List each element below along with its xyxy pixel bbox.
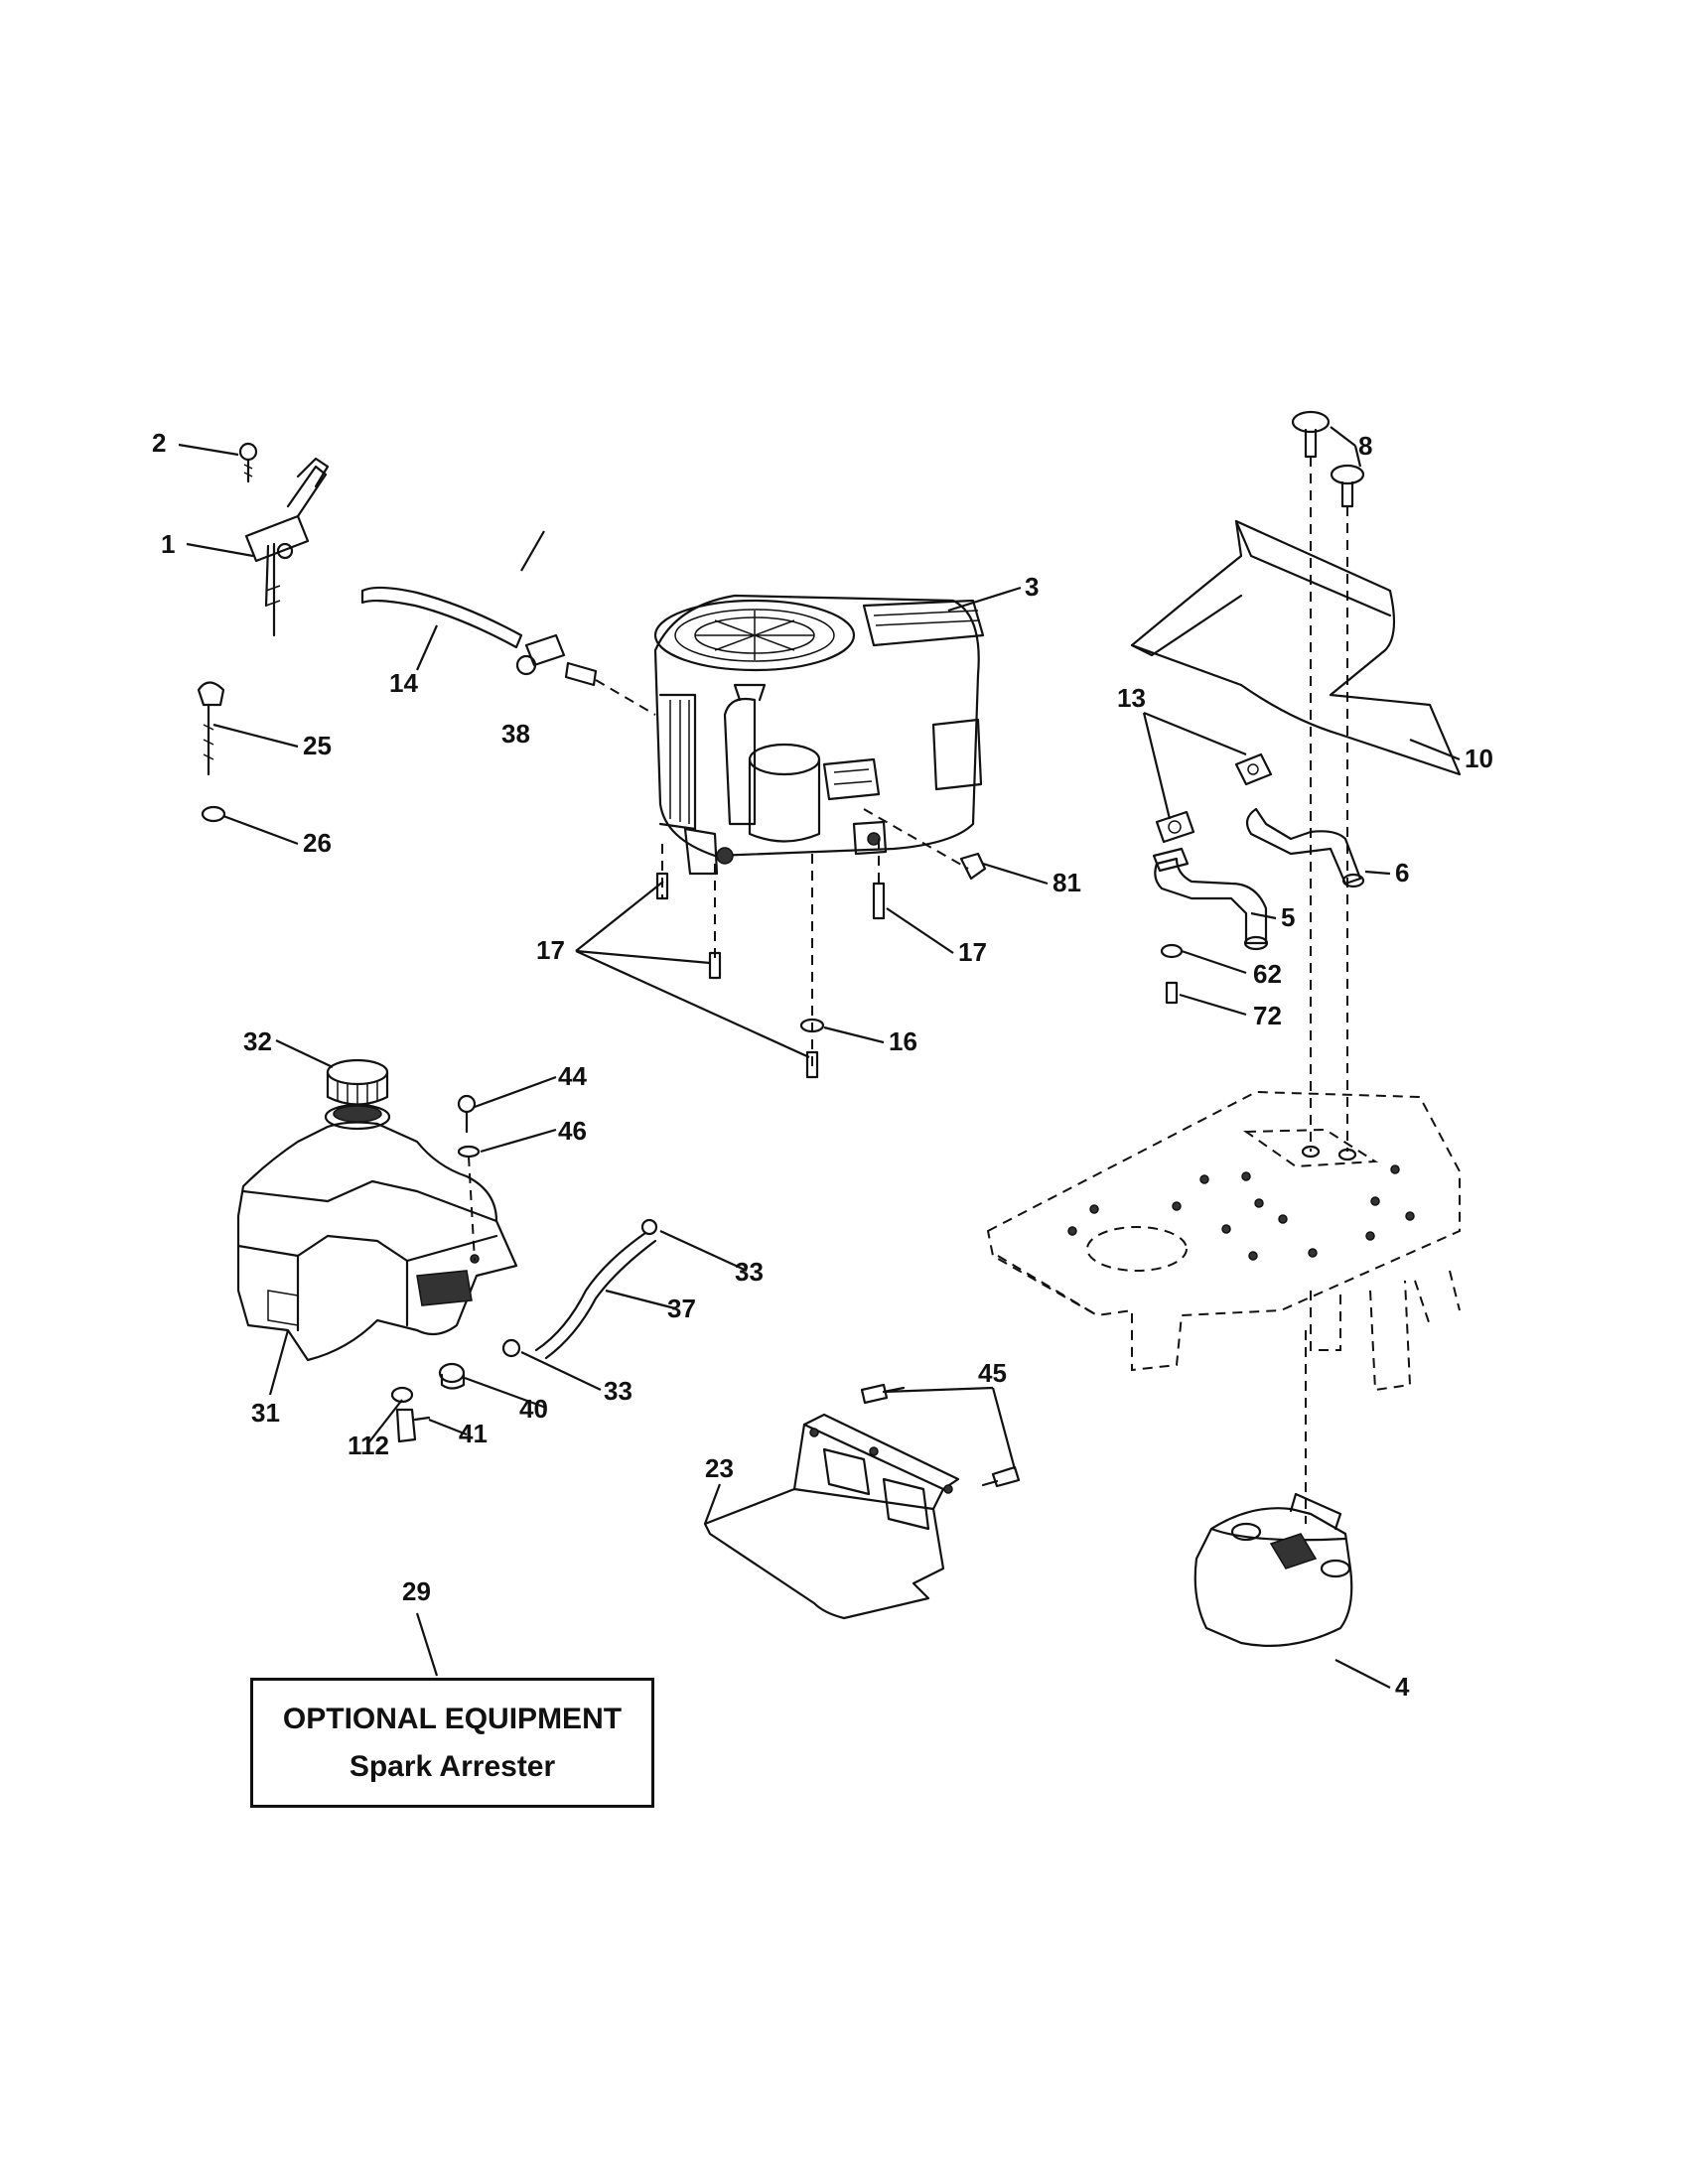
engine-bolts xyxy=(655,839,886,1079)
choke-knob xyxy=(197,681,226,823)
callout-33a: 33 xyxy=(735,1257,764,1287)
callout-13: 13 xyxy=(1117,683,1146,713)
callout-38: 38 xyxy=(501,719,530,749)
callout-14: 14 xyxy=(389,668,418,698)
fuel-fittings-small xyxy=(390,1362,466,1443)
frame xyxy=(986,1090,1461,1392)
callout-44: 44 xyxy=(558,1061,587,1091)
callout-25: 25 xyxy=(303,731,332,760)
callout-41: 41 xyxy=(459,1419,488,1448)
callout-5: 5 xyxy=(1281,902,1295,932)
heat-shield xyxy=(1130,519,1462,776)
washer-62-screw-72 xyxy=(1160,943,1184,1005)
screws-45 xyxy=(860,1383,1021,1488)
callout-8: 8 xyxy=(1358,431,1372,461)
callout-10: 10 xyxy=(1465,744,1493,773)
callout-16: 16 xyxy=(889,1026,917,1056)
bolts-8 xyxy=(1291,410,1365,1152)
exhaust-gaskets xyxy=(1155,752,1273,844)
fuel-line xyxy=(501,1218,658,1360)
callout-72: 72 xyxy=(1253,1001,1282,1030)
leader-lines xyxy=(178,426,1461,1689)
callout-62: 62 xyxy=(1253,959,1282,989)
nut-81 xyxy=(863,808,987,881)
screw-2 xyxy=(238,442,258,483)
callout-46: 46 xyxy=(558,1116,587,1146)
callout-31: 31 xyxy=(251,1398,280,1428)
callout-40: 40 xyxy=(519,1394,548,1424)
fuel-cap xyxy=(326,1058,389,1109)
callout-3: 3 xyxy=(1025,572,1039,602)
callout-33b: 33 xyxy=(604,1376,632,1406)
callout-26: 26 xyxy=(303,828,332,858)
callout-1: 1 xyxy=(161,529,175,559)
bracket-23 xyxy=(703,1413,960,1620)
throttle-control-assembly xyxy=(244,457,330,637)
callout-23: 23 xyxy=(705,1453,734,1483)
fuel-tank xyxy=(236,1103,518,1362)
callout-4: 4 xyxy=(1395,1672,1410,1702)
note-subtitle: Spark Arrester xyxy=(349,1749,556,1783)
fuel-fitting xyxy=(515,633,656,716)
callout-29: 29 xyxy=(402,1576,431,1606)
callout-32: 32 xyxy=(243,1026,272,1056)
callout-112: 112 xyxy=(348,1431,389,1460)
callout-6: 6 xyxy=(1395,858,1409,887)
callout-17b: 17 xyxy=(958,937,987,967)
callout-labels: 1 2 3 4 5 6 8 10 13 14 16 17 17 23 25 26… xyxy=(152,428,1493,1702)
callout-45: 45 xyxy=(978,1358,1007,1388)
exhaust-pipe-5 xyxy=(1152,847,1269,951)
muffler xyxy=(1193,1330,1353,1647)
callout-17a: 17 xyxy=(536,935,565,965)
engine xyxy=(653,594,985,876)
optional-equipment-box: OPTIONAL EQUIPMENT Spark Arrester xyxy=(250,1678,654,1808)
fuel-hose xyxy=(360,586,523,649)
screw-44-washer-46 xyxy=(457,1094,481,1262)
callout-81: 81 xyxy=(1052,868,1081,897)
callout-2: 2 xyxy=(152,428,166,458)
exhaust-pipe-6 xyxy=(1245,807,1365,888)
note-title: OPTIONAL EQUIPMENT xyxy=(282,1702,623,1735)
callout-37: 37 xyxy=(667,1294,696,1323)
